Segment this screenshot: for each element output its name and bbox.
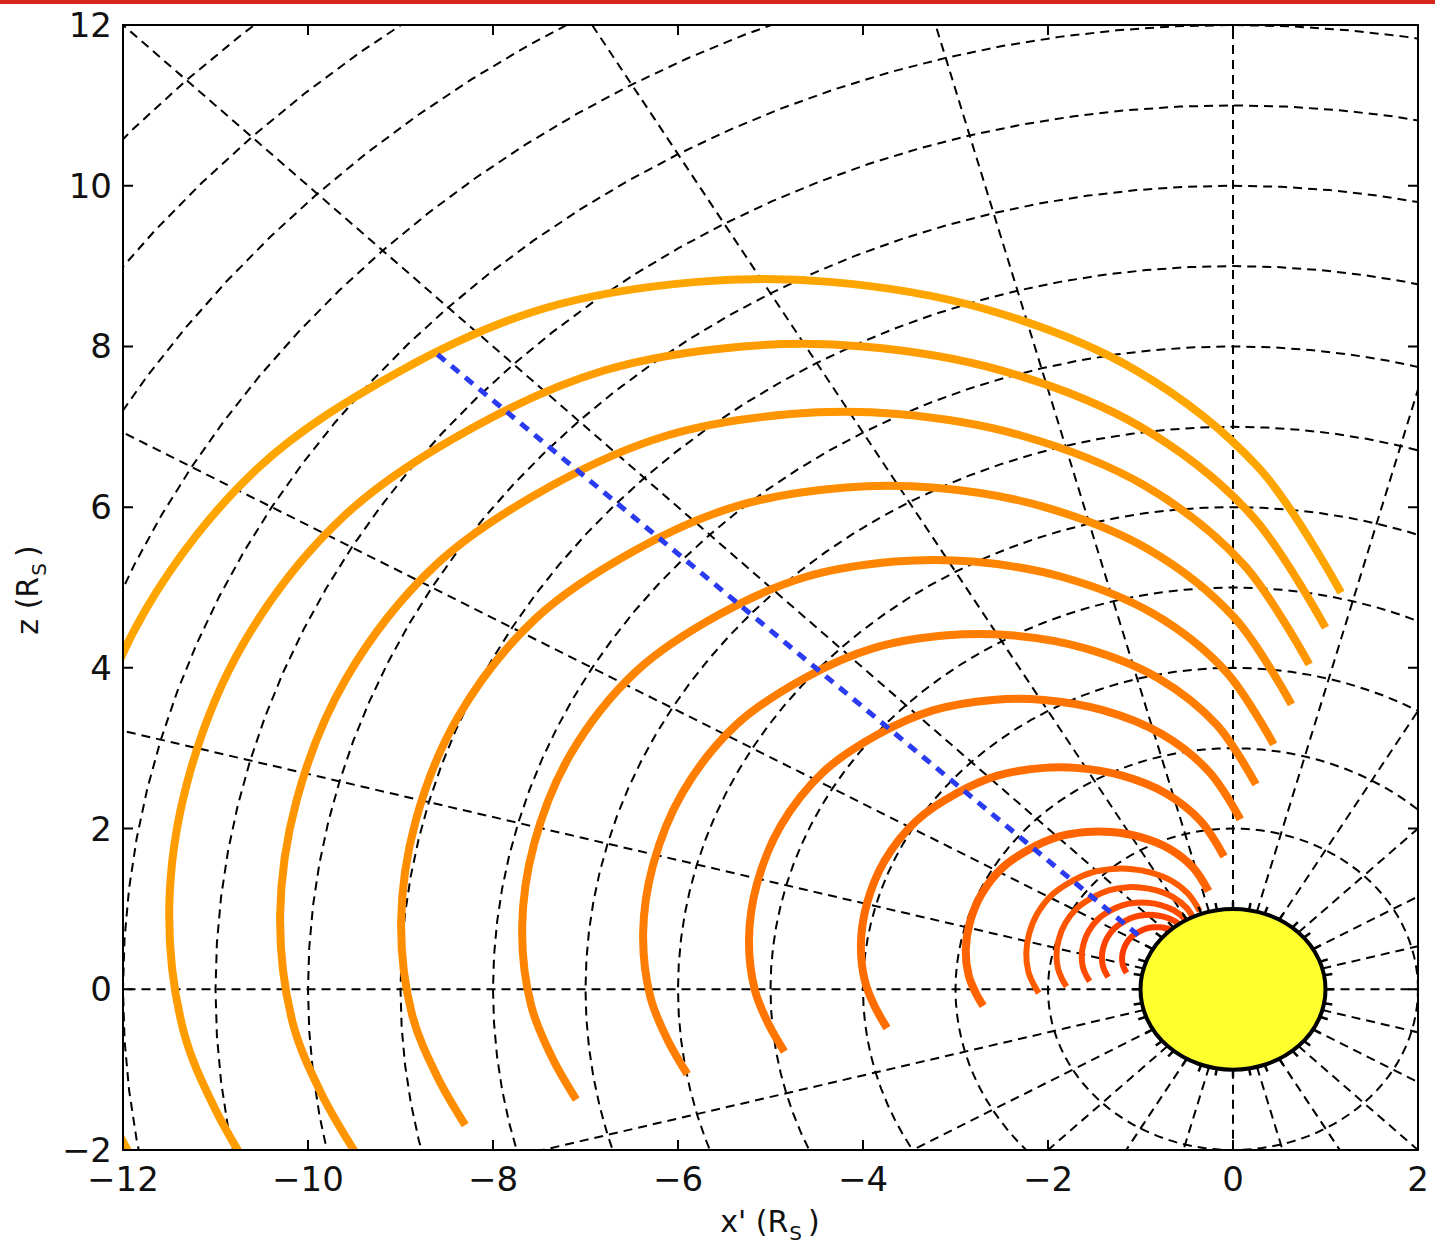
tick-label: −8 bbox=[468, 1162, 518, 1196]
grid-radial bbox=[1298, 1046, 1418, 1150]
tick-label: 6 bbox=[90, 490, 112, 524]
tick-label: 8 bbox=[90, 329, 112, 363]
tick bbox=[1232, 25, 1234, 1150]
grid-radial bbox=[123, 25, 1168, 932]
axis-title-text: ) bbox=[10, 545, 45, 557]
grid-radial bbox=[308, 25, 1187, 920]
axis-title-text: z (R bbox=[10, 577, 45, 635]
grid-radial bbox=[1232, 1070, 1234, 1150]
axes-frame bbox=[123, 25, 1418, 1150]
field-loop bbox=[169, 344, 1325, 1150]
grid-circle bbox=[123, 25, 1418, 1150]
grid-radial bbox=[1322, 573, 1418, 968]
tick bbox=[307, 25, 309, 1150]
top-bar bbox=[0, 0, 1435, 4]
axis-title: x' (RS) bbox=[720, 1207, 820, 1237]
grid-radial bbox=[123, 1046, 1168, 1150]
tick bbox=[123, 828, 1418, 830]
coordinate-grid bbox=[123, 25, 1418, 1150]
tick-label: 10 bbox=[69, 169, 112, 203]
tick bbox=[862, 25, 864, 1150]
tick bbox=[122, 25, 124, 1150]
tick-label: 2 bbox=[1407, 1162, 1429, 1196]
sun-disk bbox=[1132, 902, 1334, 1077]
grid-circle bbox=[123, 25, 1418, 1150]
axis-title-text: ) bbox=[808, 1204, 820, 1239]
tick bbox=[123, 506, 1418, 508]
axis-title-subscript: S bbox=[789, 1221, 802, 1245]
grid-radial bbox=[1279, 25, 1418, 920]
tick bbox=[1047, 25, 1049, 1150]
tick-label: 0 bbox=[1222, 1162, 1244, 1196]
field-loops bbox=[123, 279, 1341, 1150]
tick-label: −6 bbox=[653, 1162, 703, 1196]
tick bbox=[123, 667, 1418, 669]
grid-radial bbox=[754, 1067, 1209, 1150]
tick bbox=[123, 1149, 1418, 1151]
axis-title-subscript: S bbox=[27, 563, 51, 576]
grid-radial bbox=[123, 1029, 1153, 1150]
field-loop bbox=[123, 279, 1341, 1150]
tick bbox=[677, 25, 679, 1150]
grid-radial bbox=[1313, 1029, 1418, 1150]
grid-circle bbox=[1141, 909, 1326, 1070]
grid-radial bbox=[123, 988, 1141, 990]
grid-circle bbox=[123, 25, 1418, 1150]
tick bbox=[123, 24, 1418, 26]
tick-label: −2 bbox=[1023, 1162, 1073, 1196]
apex-track bbox=[438, 354, 1141, 937]
axis-title-text: x' (R bbox=[720, 1204, 788, 1239]
grid-radial bbox=[308, 1059, 1187, 1150]
sun-disk bbox=[1141, 909, 1326, 1070]
tick bbox=[123, 345, 1418, 347]
tick-label: −10 bbox=[272, 1162, 344, 1196]
field-loop bbox=[280, 412, 1309, 1150]
grid-radial bbox=[1298, 25, 1418, 932]
axes-box bbox=[123, 25, 1418, 1150]
axis-title: z (RS) bbox=[13, 545, 43, 634]
tick-label: −4 bbox=[838, 1162, 888, 1196]
tick bbox=[123, 185, 1418, 187]
grid-radial bbox=[123, 1010, 1144, 1150]
tick-label: 0 bbox=[90, 972, 112, 1006]
tick bbox=[1417, 25, 1419, 1150]
tick-label: 12 bbox=[69, 8, 112, 42]
tick-label: 2 bbox=[90, 812, 112, 846]
tick bbox=[492, 25, 494, 1150]
tick-label: −12 bbox=[87, 1162, 159, 1196]
grid-radial bbox=[1232, 25, 1234, 909]
grid-radial bbox=[1322, 1010, 1418, 1150]
tick bbox=[123, 988, 1418, 990]
tick-label: 4 bbox=[90, 651, 112, 685]
grid-radial bbox=[1326, 988, 1419, 990]
grid-radial bbox=[1257, 25, 1418, 912]
